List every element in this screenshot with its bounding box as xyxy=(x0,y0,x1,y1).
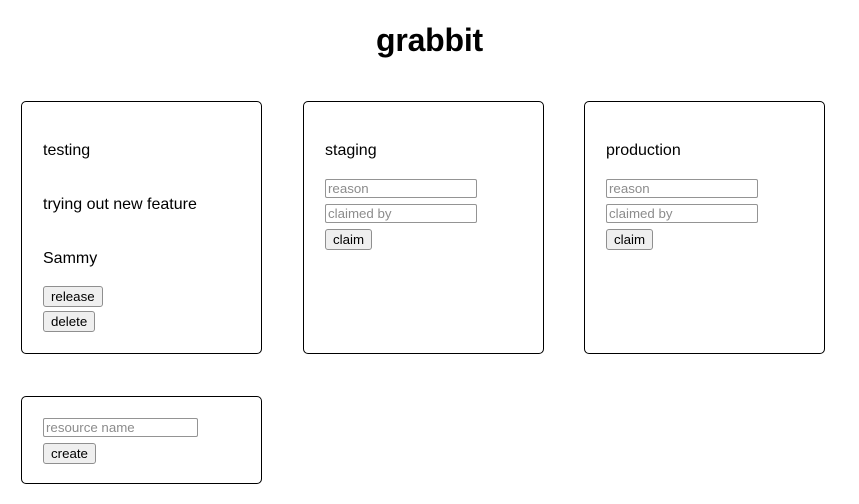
resource-name: production xyxy=(606,142,681,159)
claim-button[interactable]: claim xyxy=(606,229,654,250)
claim-form: claim xyxy=(606,179,758,250)
create-resource-card: create xyxy=(21,396,262,484)
resource-name: staging xyxy=(325,142,377,159)
release-button[interactable]: release xyxy=(43,286,103,307)
resource-name-input[interactable] xyxy=(43,418,198,437)
resource-card-testing: testing trying out new feature Sammy rel… xyxy=(21,101,262,354)
reason-input[interactable] xyxy=(606,179,758,198)
resource-card-production: production claim xyxy=(584,101,825,354)
resource-name: testing xyxy=(43,142,91,159)
reason-input[interactable] xyxy=(325,179,477,198)
claim-button[interactable]: claim xyxy=(325,229,373,250)
resource-claimed-by: Sammy xyxy=(43,250,98,267)
create-button[interactable]: create xyxy=(43,443,96,464)
resource-actions: release delete xyxy=(43,286,103,336)
page-title: grabbit xyxy=(375,22,484,58)
claimed-by-input[interactable] xyxy=(606,204,758,223)
create-form: create xyxy=(43,418,198,464)
resource-card-staging: staging claim xyxy=(303,101,544,354)
claim-form: claim xyxy=(325,179,477,250)
resource-reason: trying out new feature xyxy=(43,196,197,213)
claimed-by-input[interactable] xyxy=(325,204,477,223)
delete-button[interactable]: delete xyxy=(43,311,96,332)
